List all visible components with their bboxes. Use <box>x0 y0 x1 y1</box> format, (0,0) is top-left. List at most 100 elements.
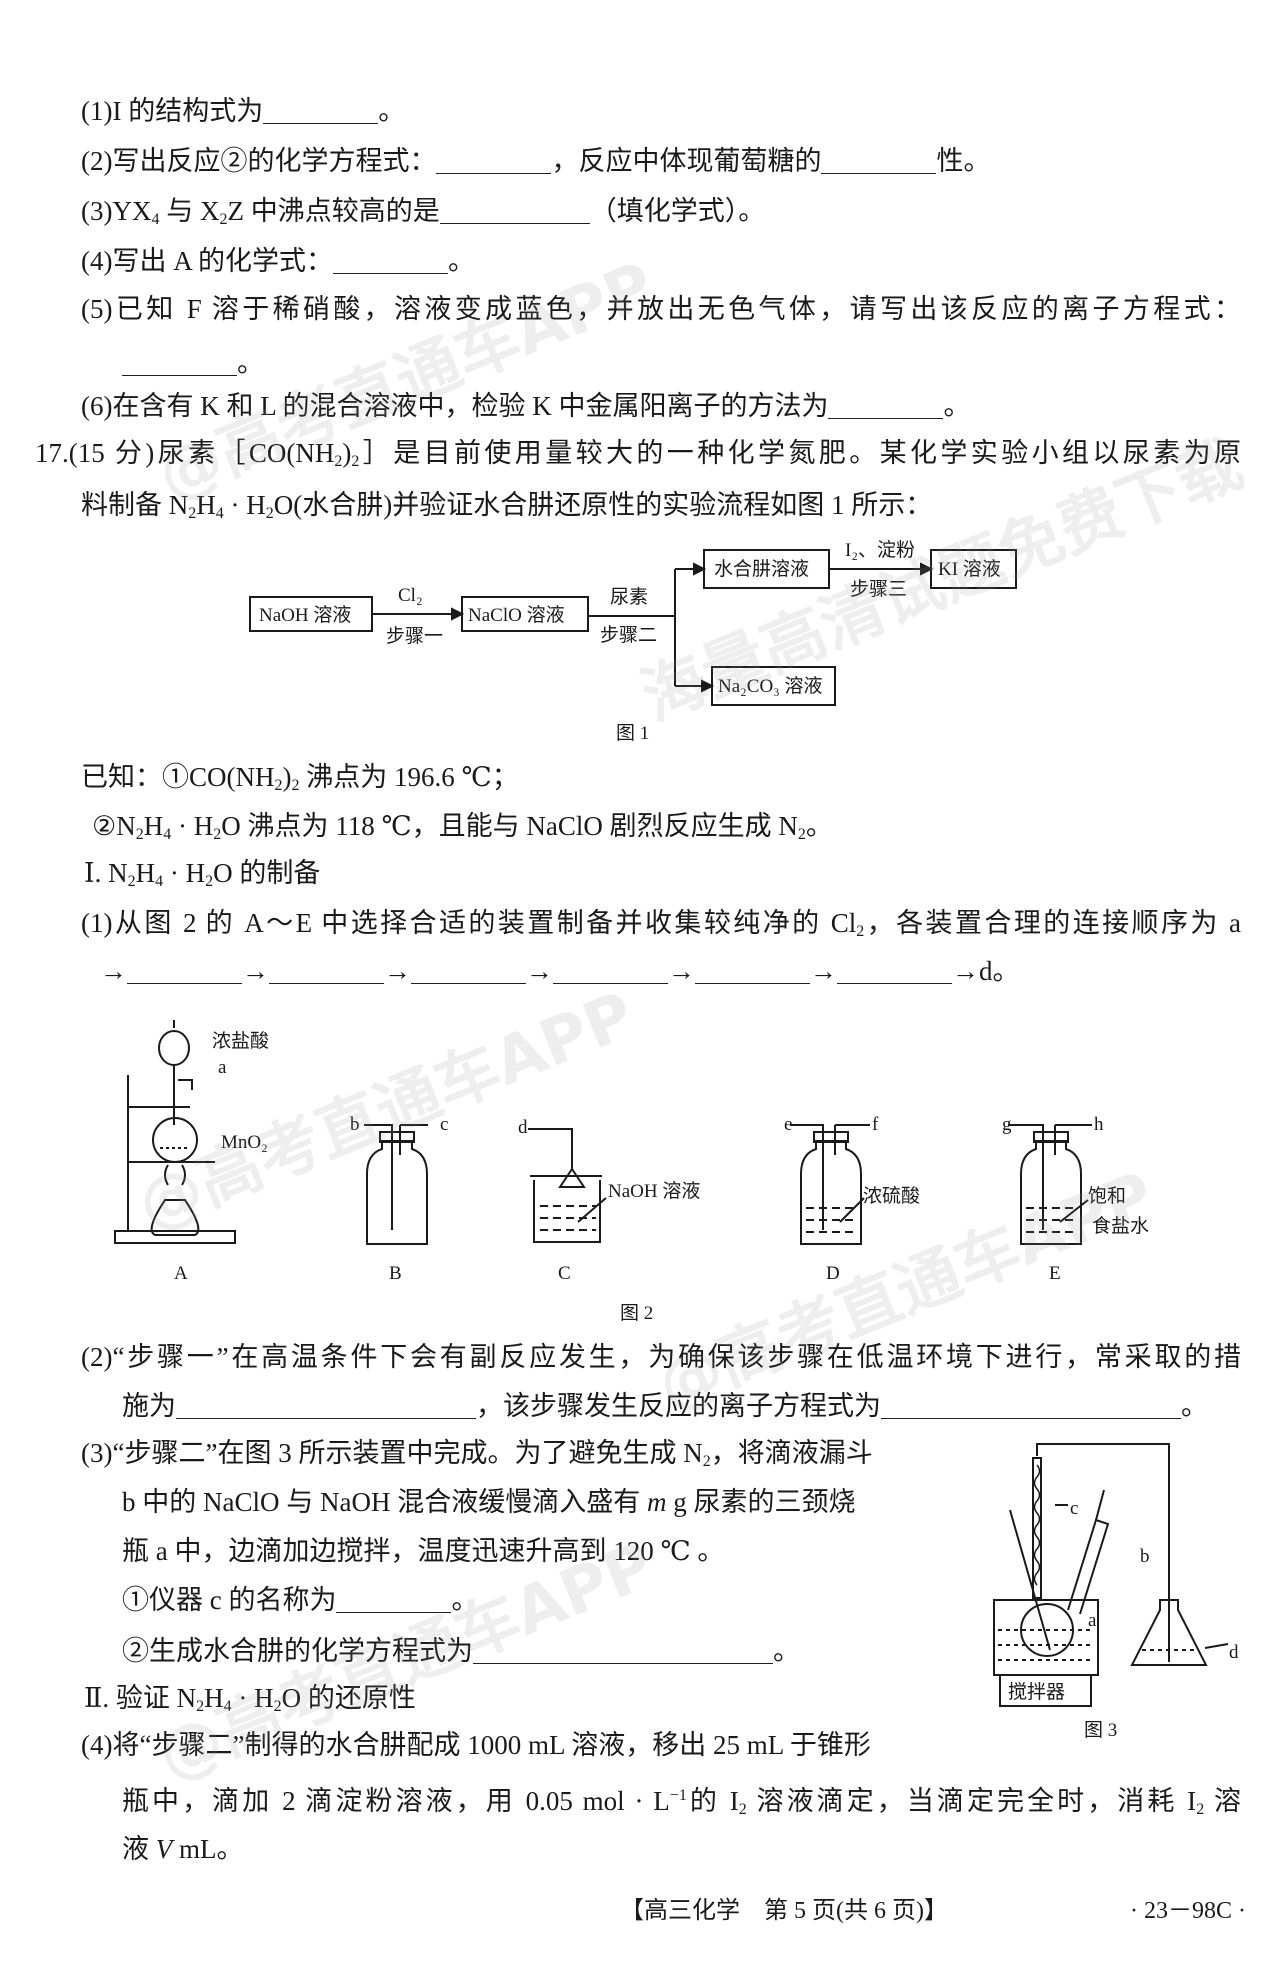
text: O 的还原性 <box>281 1683 416 1713</box>
text: Ⅰ. N <box>84 858 128 888</box>
subscript: 4 <box>223 1698 232 1715</box>
port-h-label: h <box>1094 1114 1104 1135</box>
answer-blank[interactable] <box>176 1392 476 1419</box>
answer-blank[interactable] <box>263 97 379 124</box>
subscript: 2 <box>274 777 283 794</box>
arrow-icon <box>920 562 934 576</box>
text: (2)“步骤一”在高温条件下会有副反应发生，为确保该步骤在低温环境下进行，常采取… <box>81 1342 1241 1372</box>
text-line-q17-3a: (3)“步骤二”在图 3 所示装置中完成。为了避免生成 N2，将滴液漏斗 <box>81 1436 873 1470</box>
subscript: 2 <box>702 1453 711 1470</box>
text: 料制备 N <box>81 490 189 520</box>
figure-3-caption: 图 3 <box>1084 1720 1117 1741</box>
subscript: 2 <box>291 777 300 794</box>
text-line-q17-3d: ①仪器 c 的名称为。 <box>122 1583 478 1617</box>
step2-label: 步骤二 <box>600 624 657 646</box>
text-line-q17-1b: →→→→→→→d。 <box>100 954 1020 988</box>
i2-starch-label: I₂、淀粉 <box>845 539 915 561</box>
text: ］是目前使用量较大的一种化学氮肥。某化学实验小组以尿素为原 <box>359 438 1242 468</box>
text-line-q17-4a: (4)将“步骤二”制得的水合肼配成 1000 mL 溶液，移出 25 mL 于锥… <box>81 1728 871 1762</box>
text: 液 <box>122 1834 156 1864</box>
subscript: 2 <box>1196 1801 1205 1818</box>
subscript: 4 <box>163 826 172 843</box>
text: (4)将“步骤二”制得的水合肼配成 1000 mL 溶液，移出 25 mL 于锥… <box>81 1730 871 1760</box>
text: → <box>526 956 553 986</box>
answer-blank[interactable] <box>828 392 944 419</box>
text: ) <box>342 438 352 468</box>
text-line-section-2: Ⅱ. 验证 N2H4 · H2O 的还原性 <box>84 1681 416 1715</box>
answer-blank[interactable] <box>269 957 384 984</box>
answer-blank[interactable] <box>553 957 668 984</box>
text-line-q16-6: (6)在含有 K 和 L 的混合溶液中，检验 K 中金属阳离子的方法为。 <box>81 389 970 423</box>
text-line-q17-3c: 瓶 a 中，边滴加边搅拌，温度迅速升高到 120 ℃ 。 <box>122 1534 724 1568</box>
answer-blank[interactable] <box>411 957 526 984</box>
text: O 沸点为 118 ℃，且能与 NaClO 剧烈反应生成 N <box>221 811 798 841</box>
text: ，将滴液漏斗 <box>710 1438 873 1468</box>
port-f-label: f <box>872 1114 879 1135</box>
figure-2-apparatus: 浓盐酸 a MnO₂ b c d NaOH 溶液 e f 浓硫酸 g h 饱和 … <box>114 1020 1149 1324</box>
flask-a-label: a <box>1088 1610 1097 1631</box>
text: (4)写出 A 的化学式： <box>81 246 333 276</box>
text: （填化学式）。 <box>589 196 766 226</box>
subscript: 2 <box>351 453 360 470</box>
answer-blank[interactable] <box>439 197 590 224</box>
text: O(水合肼)并验证水合肼还原性的实验流程如图 1 所示： <box>273 490 933 520</box>
text: (3)“步骤二”在图 3 所示装置中完成。为了避免生成 N <box>81 1438 703 1468</box>
text: H <box>204 1683 224 1713</box>
answer-blank[interactable] <box>336 1586 452 1613</box>
port-c-label: c <box>440 1114 448 1135</box>
brine-label: 食盐水 <box>1092 1215 1149 1237</box>
funnel-b-label: b <box>1140 1546 1150 1567</box>
port-e-label: e <box>784 1114 792 1135</box>
answer-blank[interactable] <box>695 957 810 984</box>
text: H <box>196 490 216 520</box>
stirrer-label: 搅拌器 <box>1008 1681 1065 1703</box>
text-line-q17-2a: (2)“步骤一”在高温条件下会有副反应发生，为确保该步骤在低温环境下进行，常采取… <box>81 1340 1241 1374</box>
answer-blank[interactable] <box>127 957 242 984</box>
text: · H <box>163 858 206 888</box>
text: (3)YX <box>81 196 152 226</box>
hydrazine-label: 水合肼溶液 <box>714 558 809 580</box>
subscript: 2 <box>273 1698 282 1715</box>
text: ，反应中体现葡萄糖的 <box>551 146 822 176</box>
text: b 中的 NaClO 与 NaOH 混合液缓慢滴入盛有 <box>122 1487 647 1517</box>
text-line-q17-intro-1: 17.(15 分)尿素［CO(NH2)2］是目前使用量较大的一种化学氮肥。某化学… <box>35 436 1241 470</box>
subscript: 4 <box>151 211 160 228</box>
answer-blank[interactable] <box>122 349 237 376</box>
condenser-c-label: c <box>1070 1498 1078 1519</box>
answer-blank[interactable] <box>881 1392 1181 1419</box>
text: (1)从图 2 的 A～E 中选择合适的装置制备并收集较纯净的 Cl <box>81 908 857 938</box>
na2co3-box <box>711 666 836 706</box>
text: → <box>810 956 837 986</box>
text-line-q16-2: (2)写出反应②的化学方程式：，反应中体现葡萄糖的性。 <box>81 144 990 178</box>
subscript: 4 <box>215 505 224 522</box>
text: 。 <box>943 391 971 421</box>
answer-blank[interactable] <box>837 957 952 984</box>
label-a: A <box>174 1263 188 1284</box>
text: 。 <box>451 1585 479 1615</box>
mno2-label: MnO₂ <box>221 1132 268 1153</box>
answer-blank[interactable] <box>821 147 937 174</box>
step1-label: 步骤一 <box>386 625 443 647</box>
text-line-section-1: Ⅰ. N2H4 · H2O 的制备 <box>84 856 320 890</box>
answer-blank[interactable] <box>333 247 448 274</box>
text: 的 I <box>686 1786 739 1816</box>
answer-blank[interactable] <box>436 147 552 174</box>
text: 溶液滴定，当滴定完全时，消耗 I <box>746 1786 1197 1816</box>
naclo-label: NaClO 溶液 <box>468 604 565 626</box>
conc-h2so4-label: 浓硫酸 <box>863 1185 920 1207</box>
answer-blank[interactable] <box>473 1637 773 1664</box>
port-b-label: b <box>350 1114 360 1135</box>
text: (1)I 的结构式为 <box>81 96 264 126</box>
text-line-known-1: 已知：①CO(NH2)2 沸点为 196.6 ℃； <box>81 760 519 794</box>
urea-label: 尿素 <box>610 586 648 608</box>
step3-label: 步骤三 <box>850 578 907 600</box>
text: ，各装置合理的连接顺序为 a <box>864 908 1242 938</box>
label-d: D <box>826 1263 840 1284</box>
text: 与 X <box>159 196 220 226</box>
apparatus-b <box>364 1124 428 1245</box>
text: 。 <box>773 1636 800 1666</box>
figure-1-flowchart: NaOH 溶液 Cl₂ 步骤一 NaClO 溶液 尿素 步骤二 水合肼溶液 I₂… <box>249 539 1017 744</box>
text-line-q17-2b: 施为，该步骤发生反应的离子方程式为。 <box>122 1389 1208 1423</box>
text-line-q17-intro-2: 料制备 N2H4 · H2O(水合肼)并验证水合肼还原性的实验流程如图 1 所示… <box>81 488 932 522</box>
text: (2)写出反应②的化学方程式： <box>81 146 437 176</box>
